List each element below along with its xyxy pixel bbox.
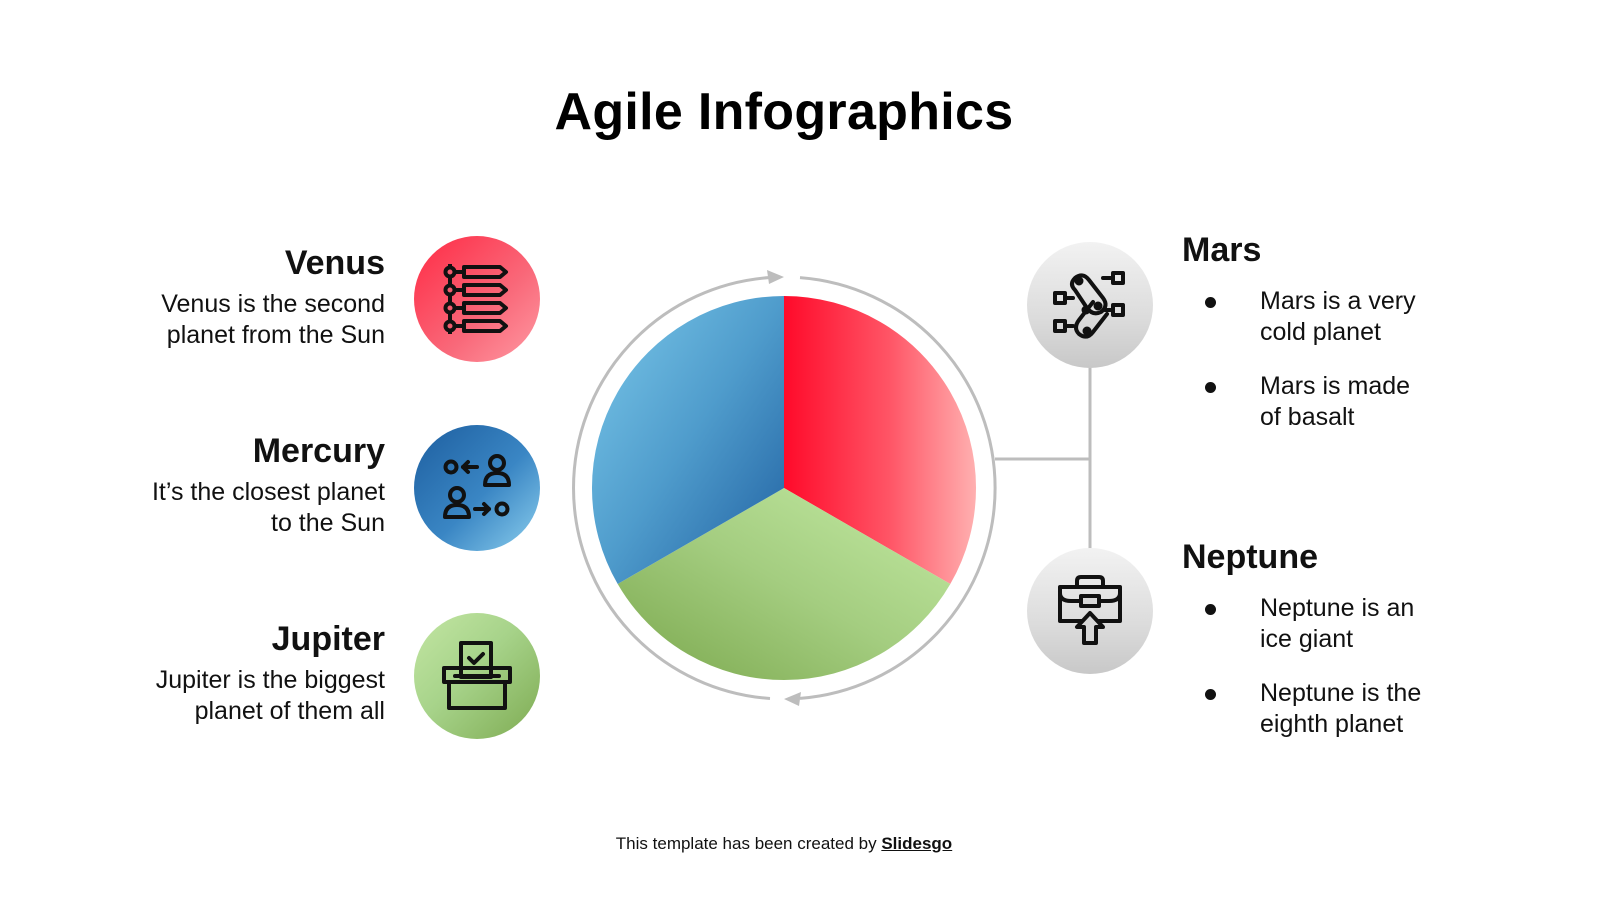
- cycle-arrow-top-icon: [767, 270, 784, 284]
- footer-credit: This template has been created by Slides…: [0, 834, 1568, 854]
- desc-line: planet from the Sun: [166, 321, 385, 349]
- venus-icon-circle: [414, 236, 540, 362]
- pie-segment-green: [617, 488, 951, 681]
- bullet-line: Mars is a very: [1260, 287, 1416, 315]
- bullet-item: Neptune is the eighth planet: [1182, 678, 1512, 740]
- item-title: Jupiter: [271, 620, 385, 658]
- item-mercury: Mercury It’s the closest planet to the S…: [55, 431, 385, 539]
- item-neptune: Neptune Neptune is an ice giant Neptune …: [1182, 537, 1512, 763]
- desc-line: It’s the closest planet: [151, 478, 385, 506]
- item-title: Neptune: [1182, 538, 1318, 576]
- item-description: Venus is the second planet from the Sun: [55, 289, 385, 351]
- ballot-box-icon: [442, 641, 512, 710]
- timeline-list-icon: [443, 264, 508, 334]
- bullet-dot-icon: [1205, 382, 1216, 393]
- desc-line: planet of them all: [194, 697, 385, 725]
- pie-segment-red: [784, 295, 977, 584]
- mars-icon-circle: [1027, 242, 1153, 368]
- item-description: Jupiter is the biggest planet of them al…: [55, 665, 385, 727]
- cycle-arrow-bottom-icon: [784, 692, 801, 706]
- bullet-list: Neptune is an ice giant Neptune is the e…: [1182, 593, 1512, 740]
- bullet-item: Neptune is an ice giant: [1182, 593, 1512, 655]
- desc-line: Jupiter is the biggest: [155, 666, 385, 694]
- bullet-line: eighth planet: [1260, 710, 1404, 738]
- bullet-line: cold planet: [1260, 318, 1381, 346]
- footer-text: This template has been created by: [615, 834, 882, 853]
- workflow-nodes-icon: [1053, 271, 1125, 339]
- jupiter-icon-circle: [414, 613, 540, 739]
- bullet-dot-icon: [1205, 604, 1216, 615]
- neptune-icon-circle: [1027, 548, 1153, 674]
- user-exchange-icon: [443, 454, 511, 519]
- connector-lines: [995, 367, 1092, 550]
- cycle-ring: [572, 276, 997, 700]
- item-title: Mars: [1182, 231, 1262, 269]
- briefcase-upload-icon: [1058, 575, 1122, 645]
- bullet-dot-icon: [1205, 689, 1216, 700]
- bullet-item: Mars is a very cold planet: [1182, 286, 1512, 348]
- desc-line: Venus is the second: [161, 290, 385, 318]
- bullet-line: of basalt: [1260, 403, 1355, 431]
- slidesgo-link[interactable]: Slidesgo: [881, 834, 953, 853]
- bullet-line: ice giant: [1260, 625, 1354, 653]
- mercury-icon-circle: [414, 425, 540, 551]
- bullet-line: Neptune is the: [1260, 679, 1422, 707]
- item-title: Mercury: [252, 432, 385, 470]
- bullet-item: Mars is made of basalt: [1182, 371, 1512, 433]
- item-jupiter: Jupiter Jupiter is the biggest planet of…: [55, 619, 385, 727]
- bullet-dot-icon: [1205, 297, 1216, 308]
- desc-line: to the Sun: [271, 509, 385, 537]
- item-mars: Mars Mars is a very cold planet Mars is …: [1182, 230, 1512, 456]
- bullet-list: Mars is a very cold planet Mars is made …: [1182, 286, 1512, 433]
- item-description: It’s the closest planet to the Sun: [55, 477, 385, 539]
- bullet-line: Neptune is an: [1260, 594, 1415, 622]
- slide-title: Agile Infographics: [554, 83, 1014, 141]
- item-title: Venus: [284, 244, 385, 282]
- item-venus: Venus Venus is the second planet from th…: [55, 243, 385, 351]
- pie-segment-blue: [591, 295, 784, 584]
- bullet-line: Mars is made: [1260, 372, 1411, 400]
